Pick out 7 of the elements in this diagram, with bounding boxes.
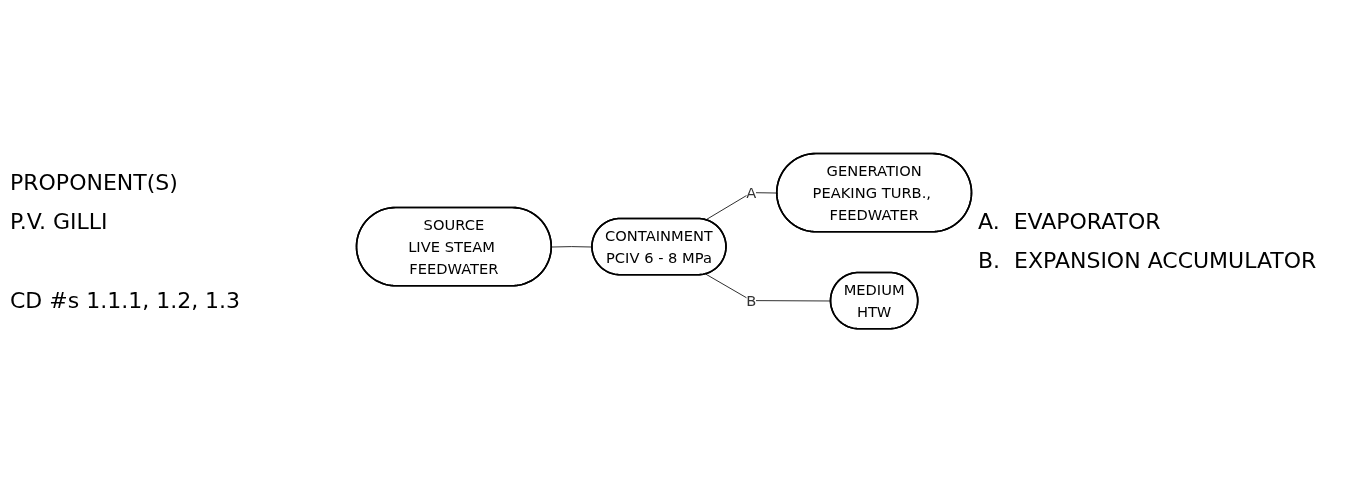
note-text: A. EVAPORATOR [978, 209, 1162, 234]
edge-label: B [746, 291, 757, 310]
note-text: PROPONENT(S) [10, 169, 179, 195]
note-text: CD #s 1.1.1, 1.2, 1.3 [10, 287, 242, 313]
edge-label: A [746, 183, 757, 202]
note-text: P.V. GILLI [10, 208, 109, 234]
note-text: B. EXPANSION ACCUMULATOR [978, 248, 1318, 273]
